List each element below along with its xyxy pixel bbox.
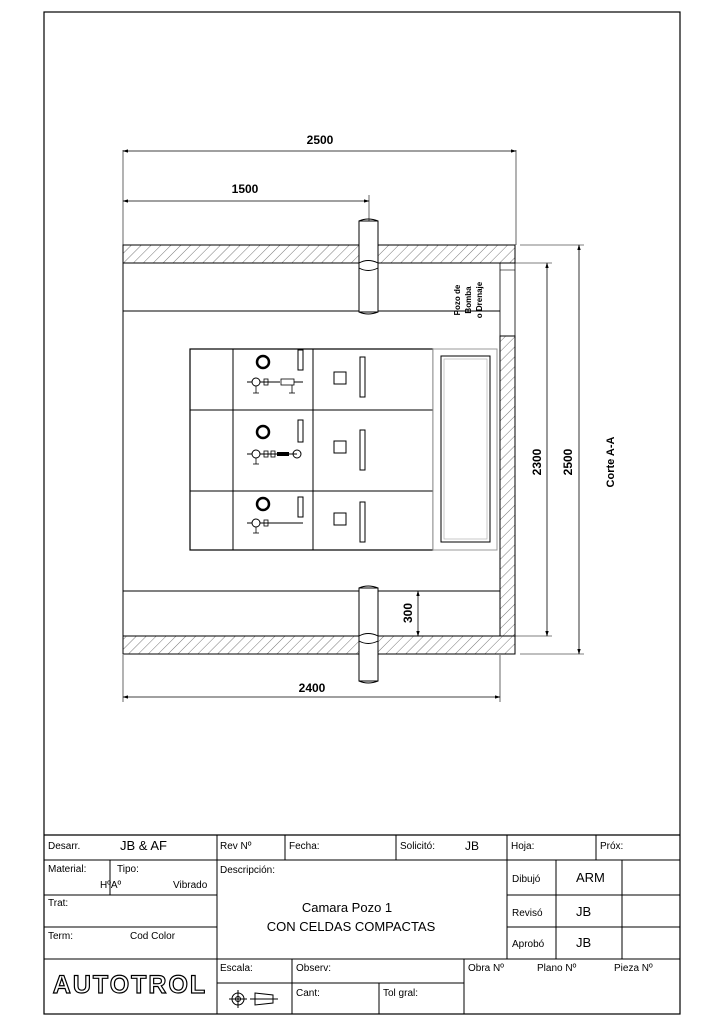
title-block xyxy=(44,834,680,1014)
tipo-label: Tipo: xyxy=(117,864,139,875)
tol-label: Tol gral: xyxy=(383,988,418,999)
observ-label: Observ: xyxy=(296,963,331,974)
dimension-outer-height: 2500 xyxy=(520,244,584,655)
cell-1 xyxy=(247,349,366,398)
solicito-label: Solicitó: xyxy=(400,841,435,852)
desarr-label: Desarr. xyxy=(48,841,80,852)
tipo-value: Vibrado xyxy=(173,880,208,891)
solicito-value: JB xyxy=(465,839,479,853)
trat-label: Trat: xyxy=(48,898,68,909)
side-panel xyxy=(432,348,498,551)
material-value: HºAº xyxy=(100,880,122,891)
term-value: Cod Color xyxy=(130,931,176,942)
rev-label: Rev Nº xyxy=(220,841,252,852)
dimension-bottom-offset: 300 xyxy=(375,590,422,637)
prox-label: Próx: xyxy=(600,841,623,852)
switchgear-cells xyxy=(189,348,498,551)
dimension-inner-height: 2300 xyxy=(515,262,552,637)
desarr-value: JB & AF xyxy=(120,838,167,853)
aprobo-label: Aprobó xyxy=(512,939,545,950)
dibujo-label: Dibujó xyxy=(512,874,541,885)
dibujo-value: ARM xyxy=(576,870,605,885)
obra-label: Obra Nº xyxy=(468,963,504,974)
dimension-outer-height-label: 2500 xyxy=(561,448,575,475)
dimension-partial-width-label: 1500 xyxy=(232,182,259,196)
aprobo-value: JB xyxy=(576,935,591,950)
fecha-label: Fecha: xyxy=(289,841,320,852)
pump-well-label: Pozo de Bomba o Drenaje xyxy=(453,281,484,318)
pipe-bottom xyxy=(358,585,379,684)
cell-3 xyxy=(247,496,366,543)
dimension-total-width-label: 2500 xyxy=(307,133,334,147)
material-label: Material: xyxy=(48,864,86,875)
dimension-partial-width: 1500 xyxy=(122,182,370,222)
pieza-label: Pieza Nº xyxy=(614,963,653,974)
description-line1: Camara Pozo 1 xyxy=(302,900,392,915)
dimension-bottom-width-label: 2400 xyxy=(299,681,326,695)
reviso-label: Revisó xyxy=(512,908,543,919)
cant-label: Cant: xyxy=(296,988,320,999)
description-line2: CON CELDAS COMPACTAS xyxy=(267,919,436,934)
autotrol-logo: AUTOTROL xyxy=(53,971,207,999)
pump-label-line1: Pozo de xyxy=(453,284,462,315)
dimension-bottom-offset-label: 300 xyxy=(401,603,415,623)
pump-label-line2: Bomba xyxy=(464,286,473,314)
chamber-walls xyxy=(122,244,516,655)
projection-symbol-icon xyxy=(229,990,278,1008)
term-label: Term: xyxy=(48,931,73,942)
escala-label: Escala: xyxy=(220,963,253,974)
sheet-frame xyxy=(43,11,681,1015)
reviso-value: JB xyxy=(576,904,591,919)
descripcion-label: Descripción: xyxy=(220,865,275,876)
title-block-text: Desarr. JB & AF Rev Nº Fecha: Solicitó: … xyxy=(48,838,653,1008)
pump-label-line3: o Drenaje xyxy=(475,281,484,318)
dimension-bottom-width: 2400 xyxy=(122,655,501,702)
dimension-total-width: 2500 xyxy=(122,133,517,245)
hoja-label: Hoja: xyxy=(511,841,534,852)
cell-2 xyxy=(247,419,366,471)
pipe-top xyxy=(358,218,379,315)
dimension-inner-height-label: 2300 xyxy=(530,448,544,475)
section-label: Corte A-A xyxy=(605,436,617,487)
plano-label: Plano Nº xyxy=(537,963,577,974)
